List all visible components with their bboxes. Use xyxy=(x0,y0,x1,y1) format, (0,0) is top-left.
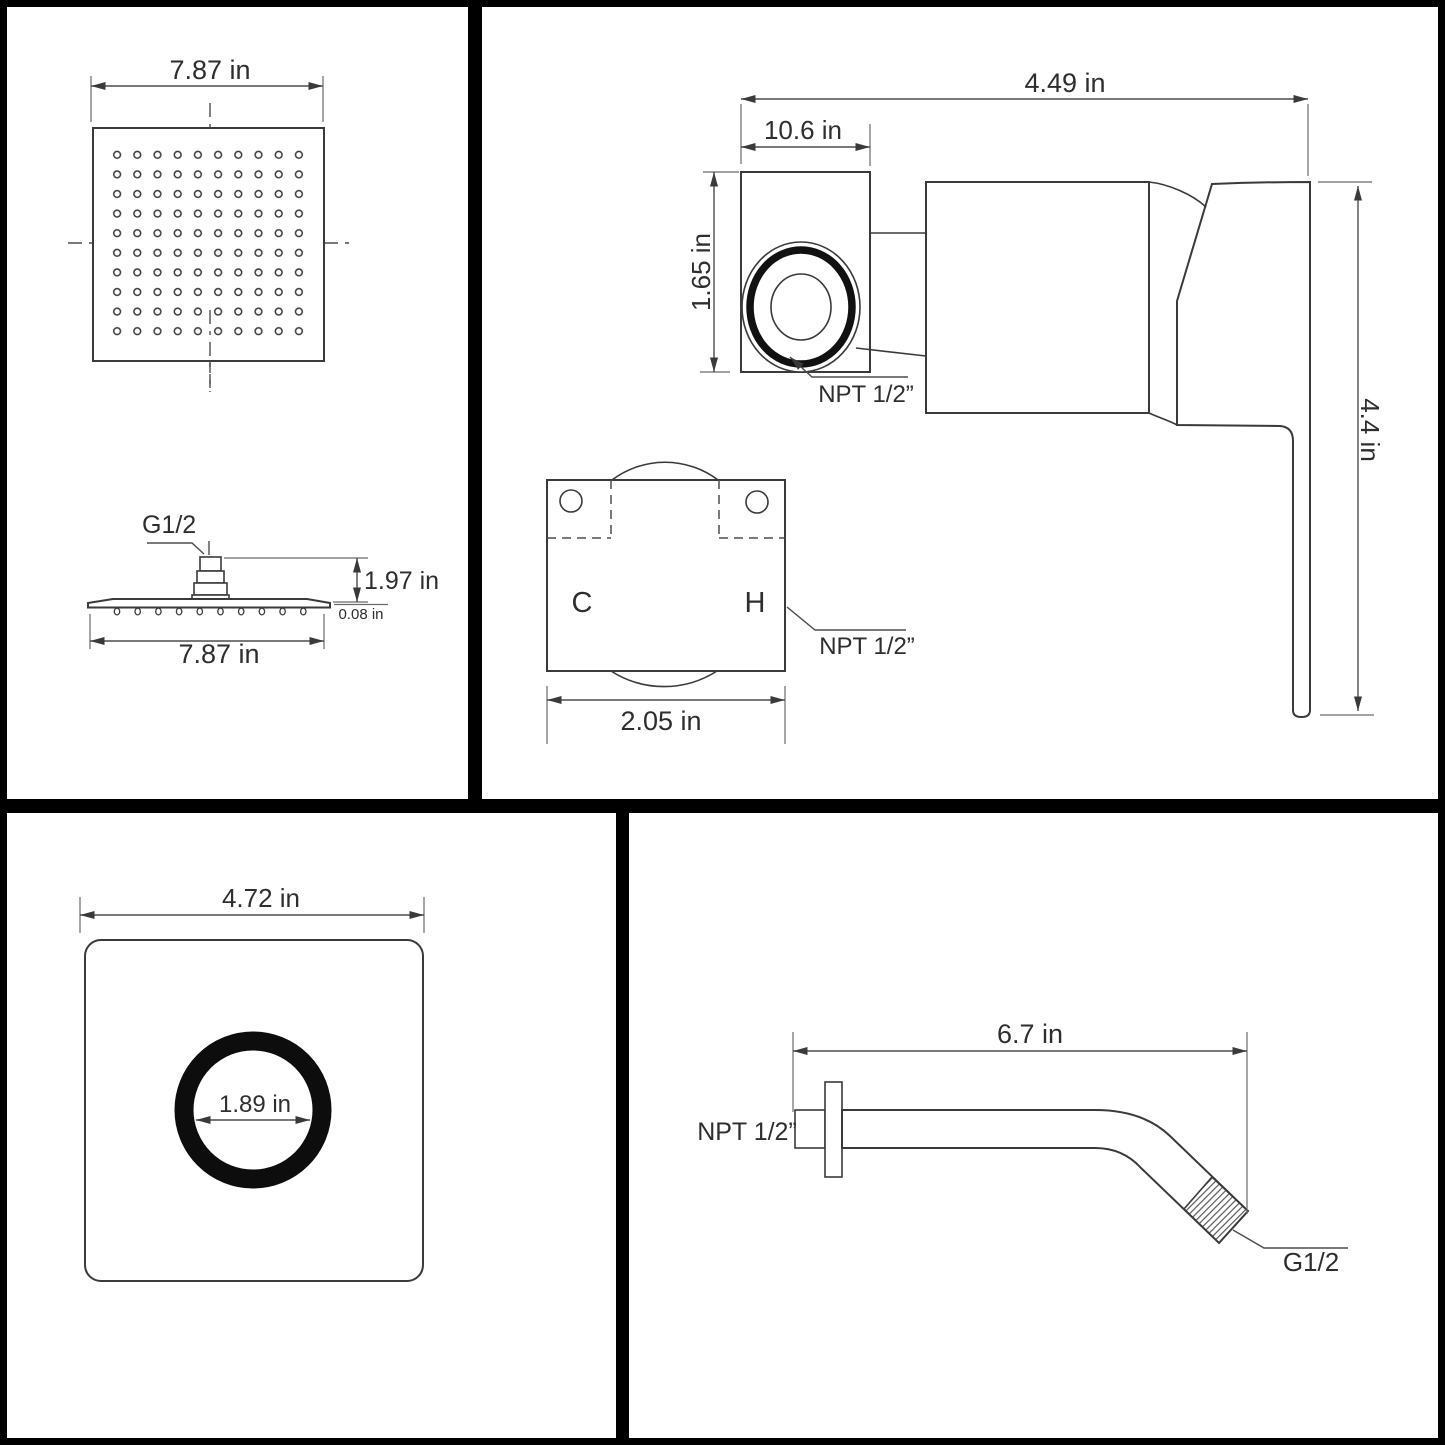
divider-vertical-top xyxy=(468,0,482,806)
inlet-port-inner xyxy=(770,273,832,341)
wall-thread-label: NPT 1/2” xyxy=(697,1118,797,1146)
valve-back-thread-callout: NPT 1/2” xyxy=(786,606,915,660)
handle-hole-ring xyxy=(174,1031,332,1189)
dim-valve-back-width: 2.05 in xyxy=(546,686,786,744)
dim-label: 6.7 in xyxy=(997,1019,1063,1049)
head-plate-profile xyxy=(87,598,331,609)
valve-back-view: C H xyxy=(546,461,786,688)
dim-label: 4.72 in xyxy=(222,883,300,913)
connector-bottom-line xyxy=(855,347,927,357)
cartridge-arc-top xyxy=(611,461,719,481)
trim-plate-view xyxy=(84,939,424,1282)
thread-leader-line xyxy=(147,542,205,555)
arm-pipe xyxy=(841,1109,1250,1245)
dim-hole-diameter: 1.89 in xyxy=(196,1091,310,1124)
divider-horizontal xyxy=(0,799,1445,813)
quadrant-shower-arm: 6.7 in NPT 1/2” G1/2 xyxy=(697,1019,1348,1277)
hot-port-label: H xyxy=(745,587,766,619)
dim-valve-inlet-height: 1.65 in xyxy=(686,171,739,373)
inlet-port-outer xyxy=(741,241,861,373)
valve-body xyxy=(925,181,1150,414)
mounting-hole-left xyxy=(559,489,583,513)
shower-head-top-view xyxy=(68,103,355,392)
nozzle-grid xyxy=(107,145,309,341)
cold-port-label: C xyxy=(572,587,593,619)
plate-outline xyxy=(84,939,424,1282)
valve-handle xyxy=(1176,180,1311,718)
dim-head-width-side: 7.87 in xyxy=(89,614,325,669)
body-top-fillet xyxy=(1148,181,1207,208)
quadrant-valve: 4.49 in 10.6 in 1.65 in 4.4 in NPT 1/2” xyxy=(546,68,1385,744)
dim-label: 4.4 in xyxy=(1355,398,1385,462)
nozzle-tips xyxy=(113,607,307,616)
dim-arm-length: 6.7 in xyxy=(792,1019,1248,1214)
shower-arm-view xyxy=(794,1081,1250,1245)
mounting-hole-right xyxy=(745,490,769,514)
leader-line xyxy=(789,356,908,378)
dim-plate-width: 4.72 in xyxy=(79,883,425,933)
dim-label: 0.08 in xyxy=(338,606,383,623)
thread-label: G1/2 xyxy=(1283,1247,1339,1277)
valve-side-thread-callout: NPT 1/2” xyxy=(789,356,914,408)
connector-mid xyxy=(196,570,225,584)
shower-head-side-view: G1/2 xyxy=(87,511,331,616)
outlet-thread-callout: G1/2 xyxy=(1232,1229,1348,1277)
leader-line xyxy=(1232,1229,1348,1249)
escutcheon-flange xyxy=(824,1081,843,1178)
dim-valve-handle-height: 4.4 in xyxy=(1318,181,1385,716)
outlet-thread xyxy=(1182,1175,1250,1245)
dim-head-height: 1.97 in xyxy=(224,557,439,603)
dim-valve-top-width: 10.6 in xyxy=(741,115,871,166)
wall-thread xyxy=(794,1109,826,1149)
thread-label: NPT 1/2” xyxy=(819,633,915,660)
dim-label: 1.89 in xyxy=(219,1091,291,1118)
valve-back-plate xyxy=(546,479,786,672)
quadrant-trim-plate: 4.72 in 1.89 in xyxy=(79,883,425,1282)
dim-head-thickness: 0.08 in xyxy=(334,603,388,623)
valve-side-view xyxy=(740,171,1311,718)
cartridge-arc-bottom xyxy=(610,670,718,688)
leader-line xyxy=(786,606,906,631)
dim-label: 4.49 in xyxy=(1024,68,1105,98)
connector-top xyxy=(199,556,222,572)
thread-label: NPT 1/2” xyxy=(818,381,914,408)
dim-label: 1.65 in xyxy=(686,233,716,311)
dim-valve-overall-width: 4.49 in xyxy=(740,68,1309,176)
dim-label: 2.05 in xyxy=(620,706,701,736)
quadrant-shower-head: 7.87 in G1/2 1.97 in xyxy=(68,55,439,669)
dim-head-width-top: 7.87 in xyxy=(90,55,324,122)
dim-label: 7.87 in xyxy=(178,639,259,669)
thread-label: G1/2 xyxy=(142,511,196,539)
dim-label: 10.6 in xyxy=(764,115,842,145)
dim-label: 7.87 in xyxy=(169,55,250,85)
connector-low xyxy=(193,582,228,596)
dim-label: 1.97 in xyxy=(364,567,439,595)
body-bottom-fillet xyxy=(1148,412,1178,426)
divider-vertical-bottom xyxy=(616,806,629,1445)
